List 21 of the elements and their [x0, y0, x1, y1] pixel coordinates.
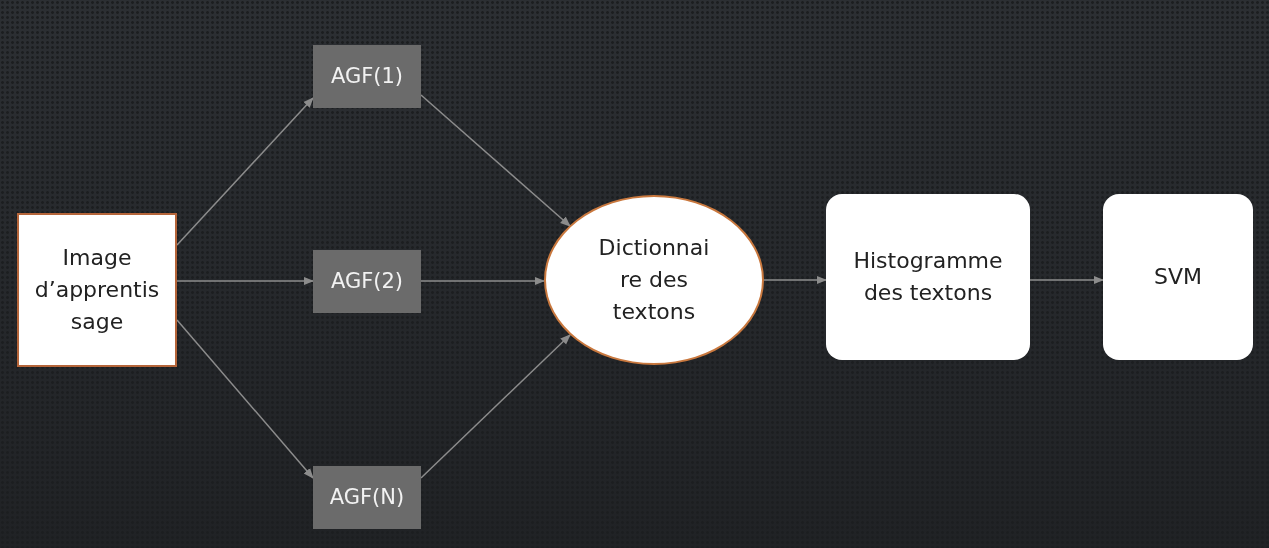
input-box: [17, 213, 177, 367]
process-box: [826, 194, 1030, 360]
arrow: [763, 275, 828, 285]
node-label: SVM: [1154, 263, 1202, 292]
filter-box: [313, 250, 421, 313]
node-label: Image d’apprentis sage: [33, 244, 161, 336]
filter-box: [313, 466, 421, 529]
arrow: [420, 276, 546, 286]
arrow: [176, 319, 314, 479]
node-label: AGF(N): [329, 484, 405, 512]
node-label: Histogramme des textons: [852, 247, 1004, 307]
node-label: AGF(1): [330, 63, 404, 91]
filter-box: [313, 45, 421, 108]
arrow: [420, 334, 571, 479]
arrow: [176, 97, 314, 246]
node-label: AGF(2): [330, 268, 404, 296]
arrow: [1029, 275, 1105, 285]
arrow: [420, 94, 571, 227]
node-label: Dictionnai re des textons: [597, 234, 711, 326]
process-box: [1103, 194, 1253, 360]
arrow: [176, 276, 315, 286]
